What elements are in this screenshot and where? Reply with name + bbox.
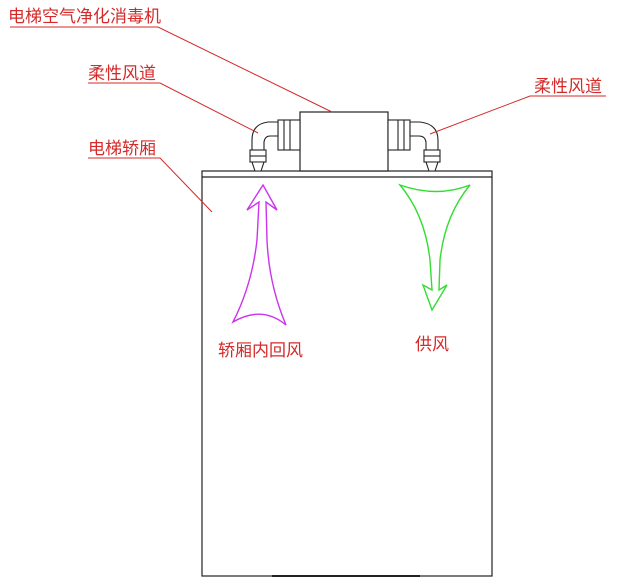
leader-lines — [10, 26, 606, 213]
elevator-cabin — [201, 170, 493, 577]
label-purifier: 电梯空气净化消毒机 — [8, 7, 161, 27]
leader-line-cabin — [88, 157, 213, 213]
label-supply-air: 供风 — [415, 335, 449, 355]
flexible-duct-left — [249, 119, 301, 172]
leader-line-duct-left — [88, 82, 259, 134]
leader-line-purifier — [10, 26, 333, 113]
air-purifier-unit — [299, 111, 389, 172]
label-return-air: 轿厢内回风 — [218, 341, 303, 361]
leader-line-duct-right — [429, 95, 606, 135]
label-flexible-duct-right: 柔性风道 — [534, 77, 602, 97]
label-flexible-duct-left: 柔性风道 — [88, 64, 156, 84]
return-air-arrow — [231, 183, 287, 326]
supply-air-arrow — [397, 183, 471, 312]
label-elevator-cabin: 电梯轿厢 — [88, 139, 156, 159]
flexible-duct-right — [387, 119, 441, 172]
